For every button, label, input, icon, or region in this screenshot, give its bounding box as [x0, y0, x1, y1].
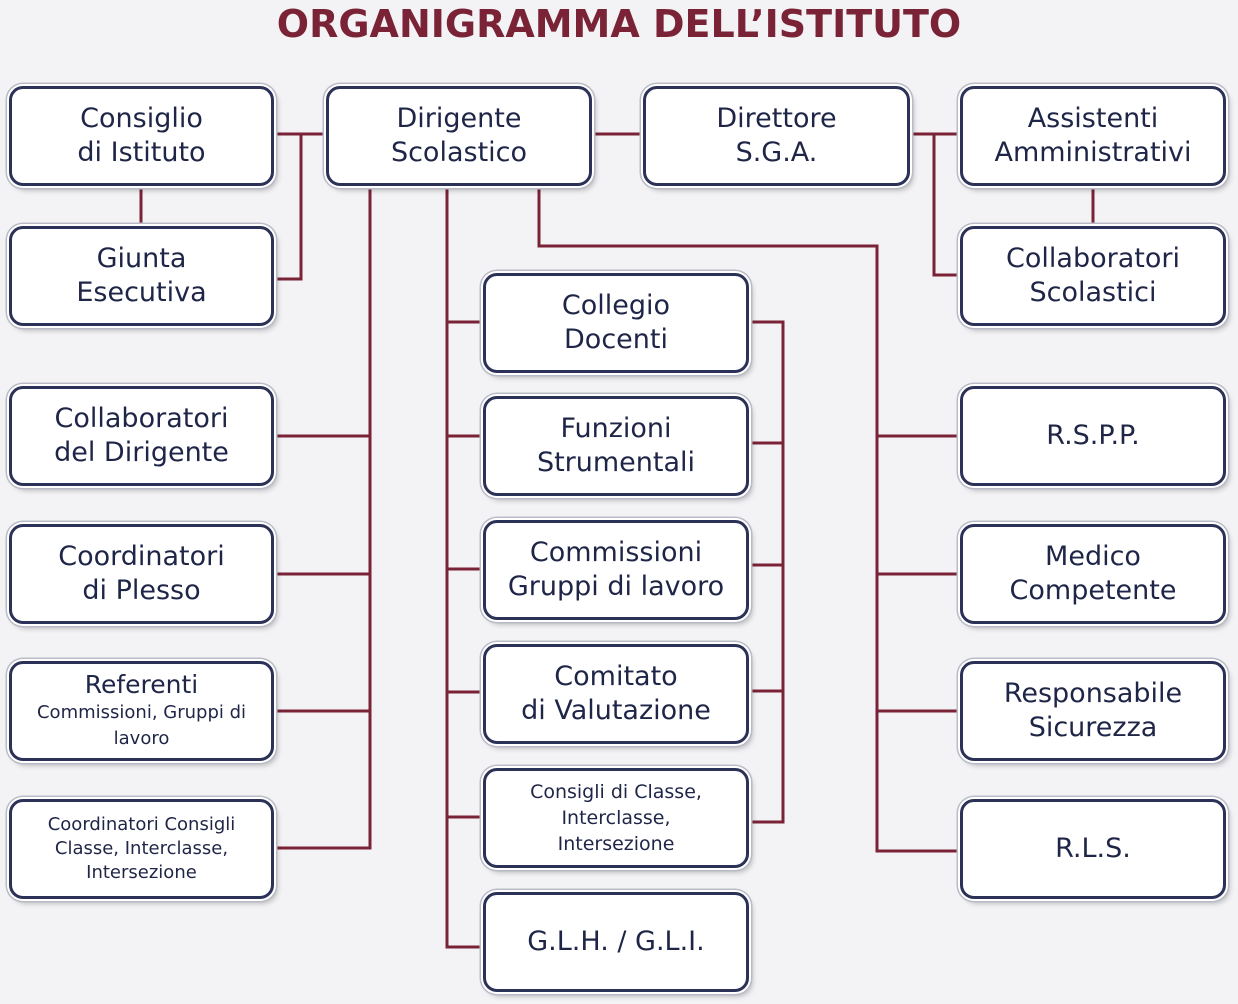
link-giunta-bracket [272, 132, 303, 281]
box-rspp: R.S.P.P. [960, 386, 1226, 486]
box-consigli-classe: Consigli di Classe,Interclasse,Intersezi… [483, 768, 749, 868]
trunk-right [537, 184, 962, 853]
trunk-middle [445, 184, 485, 949]
collegio-bracket [747, 320, 785, 824]
chart-title: ORGANIGRAMMA DELL’ISTITUTO [276, 2, 962, 46]
box-glh-gli: G.L.H. / G.L.I. [483, 892, 749, 992]
box-rls: R.L.S. [960, 799, 1226, 899]
link-collab-scolastici-bracket [932, 132, 962, 277]
trunk-left [272, 184, 372, 850]
